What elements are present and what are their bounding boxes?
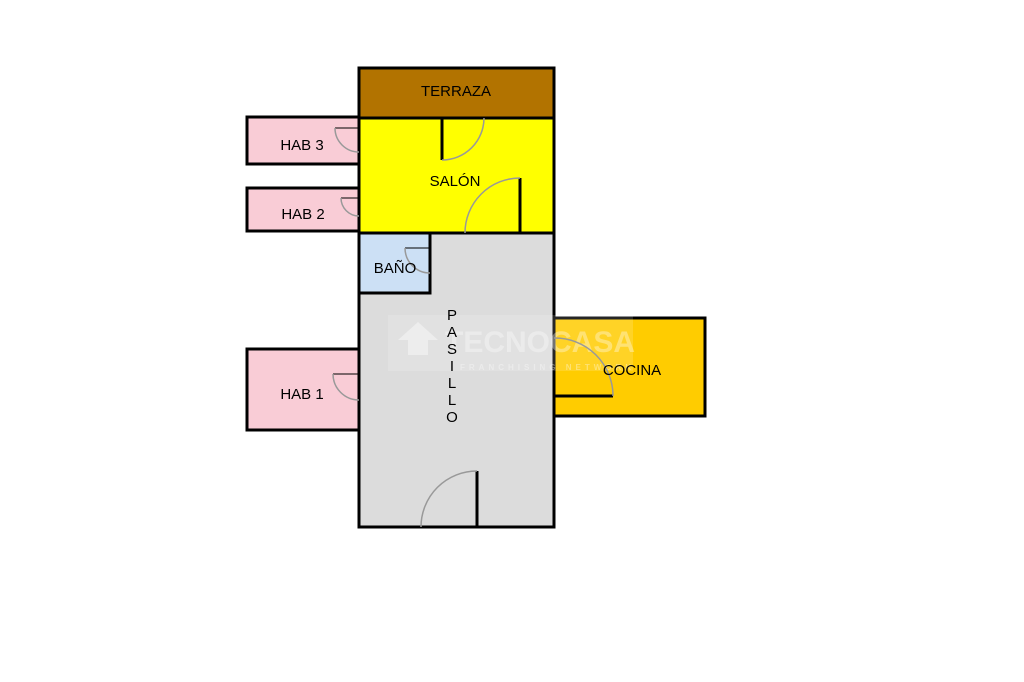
room-hab2 [245, 186, 361, 233]
svg-text:L: L [448, 375, 456, 392]
room-hab3 [245, 115, 361, 166]
room-bano [357, 231, 432, 295]
doors [332, 117, 614, 528]
svg-text:TECNOCASA: TECNOCASA [445, 326, 635, 359]
label-salon: SALÓN [430, 173, 481, 190]
watermark-logo: TECNOCASA FRANCHISING NETWORK [388, 315, 635, 372]
room-hab1 [245, 347, 361, 432]
label-pasillo: P A S I L L O [446, 307, 458, 426]
label-hab2: HAB 2 [281, 206, 324, 223]
label-hab3: HAB 3 [280, 137, 323, 154]
svg-text:FRANCHISING NETWORK: FRANCHISING NETWORK [460, 363, 635, 372]
svg-text:O: O [446, 409, 458, 426]
label-cocina: COCINA [603, 362, 661, 379]
svg-text:L: L [448, 392, 456, 409]
label-terraza: TERRAZA [421, 83, 491, 100]
label-bano: BAÑO [374, 260, 417, 277]
label-hab1: HAB 1 [280, 386, 323, 403]
svg-text:P: P [447, 307, 457, 324]
svg-text:S: S [447, 341, 457, 358]
room-cocina [552, 316, 707, 418]
svg-text:I: I [450, 358, 454, 375]
svg-text:A: A [447, 324, 457, 341]
